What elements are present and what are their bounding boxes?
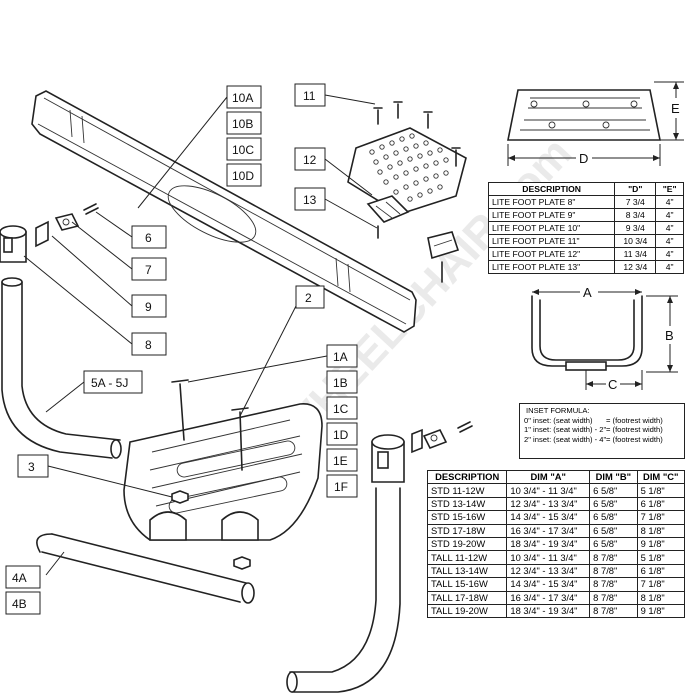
- callout-13: 13: [294, 187, 326, 211]
- right-tube-part-5: [286, 421, 473, 693]
- svg-text:11: 11: [303, 89, 316, 103]
- svg-text:13: 13: [303, 193, 317, 207]
- svg-text:1C: 1C: [333, 402, 349, 416]
- callout-1A: 1A: [326, 344, 358, 368]
- svg-text:9: 9: [145, 300, 152, 314]
- svg-text:1A: 1A: [333, 350, 348, 364]
- callout-10A: 10A: [226, 85, 262, 109]
- leader-lines: [23, 94, 378, 576]
- callout-5A-5J: 5A - 5J: [83, 370, 143, 394]
- dim-a-label: A: [583, 285, 592, 300]
- dim-table-header: DESCRIPTION DIM "A" DIM "B" DIM "C": [426, 469, 686, 485]
- inset-formula-line: 2" inset: (seat width) - 4"= (footrest w…: [524, 434, 663, 444]
- svg-text:4A: 4A: [12, 571, 27, 585]
- svg-text:1E: 1E: [333, 454, 348, 468]
- callout-3: 3: [17, 454, 49, 478]
- svg-text:12: 12: [303, 153, 317, 167]
- dim-e-label: E: [671, 101, 680, 116]
- svg-text:10A: 10A: [232, 91, 253, 105]
- footrest-u-dimension-view: A B C: [531, 285, 678, 392]
- svg-text:1F: 1F: [334, 480, 348, 494]
- callout-6: 6: [131, 225, 167, 249]
- svg-text:4B: 4B: [12, 597, 27, 611]
- callout-1F: 1F: [326, 474, 358, 498]
- svg-text:10C: 10C: [232, 143, 254, 157]
- callouts: 10A 10B 10C 10D 11 12 13 6 7 9 8 2 1A 1B…: [5, 83, 358, 615]
- lite-foot-plate-table: DESCRIPTION "D" "E" LITE FOOT PLATE 8"7 …: [487, 182, 684, 274]
- callout-10D: 10D: [226, 163, 262, 187]
- svg-text:7: 7: [145, 263, 152, 277]
- svg-text:3: 3: [28, 460, 35, 474]
- callout-2: 2: [295, 285, 325, 309]
- svg-text:8: 8: [145, 338, 152, 352]
- svg-text:5A - 5J: 5A - 5J: [91, 376, 128, 390]
- dim-d-label: D: [579, 151, 588, 166]
- foot-plate-dimension-view: D E: [507, 81, 684, 166]
- svg-text:1D: 1D: [333, 428, 349, 442]
- svg-text:10B: 10B: [232, 117, 253, 131]
- inset-formula-line: 0" inset: (seat width)= (footrest width): [524, 415, 663, 425]
- callout-10C: 10C: [226, 137, 262, 161]
- callout-1C: 1C: [326, 396, 358, 420]
- callout-12: 12: [294, 147, 326, 171]
- footboard-slat-part-10: [31, 90, 417, 333]
- lite-col-d: "D": [614, 182, 657, 196]
- dim-col-b: DIM "B": [589, 469, 638, 485]
- callout-1D: 1D: [326, 422, 358, 446]
- left-tube-part-5: [0, 203, 122, 459]
- lite-foot-plate: [347, 101, 467, 283]
- callout-7: 7: [131, 257, 167, 281]
- svg-text:6: 6: [145, 231, 152, 245]
- callout-1B: 1B: [326, 370, 358, 394]
- inset-formula-box: INSET FORMULA: 0" inset: (seat width)= (…: [519, 403, 685, 459]
- dimension-table: DESCRIPTION DIM "A" DIM "B" DIM "C" STD …: [426, 469, 686, 619]
- callout-11: 11: [294, 83, 326, 107]
- lite-col-e: "E": [655, 182, 684, 196]
- callout-8: 8: [131, 332, 167, 356]
- lite-table-header: DESCRIPTION "D" "E": [487, 182, 684, 196]
- callout-4A: 4A: [5, 565, 41, 589]
- cross-tube-part-4: [36, 533, 255, 604]
- dim-c-label: C: [608, 377, 617, 392]
- lite-col-description: DESCRIPTION: [487, 182, 616, 196]
- callout-4B: 4B: [5, 591, 41, 615]
- svg-text:10D: 10D: [232, 169, 254, 183]
- inset-formula-title: INSET FORMULA:: [526, 406, 590, 415]
- dim-col-c: DIM "C": [636, 469, 686, 485]
- callout-10B: 10B: [226, 111, 262, 135]
- svg-text:1B: 1B: [333, 376, 348, 390]
- foot-plate-part-1: [123, 379, 323, 570]
- svg-text:2: 2: [305, 291, 312, 305]
- callout-9: 9: [131, 294, 167, 318]
- dim-col-description: DESCRIPTION: [426, 469, 508, 485]
- dim-col-a: DIM "A": [506, 469, 591, 485]
- callout-1E: 1E: [326, 448, 358, 472]
- dim-b-label: B: [665, 328, 674, 343]
- inset-formula-line: 1" inset: (seat width) - 2"= (footrest w…: [524, 425, 663, 435]
